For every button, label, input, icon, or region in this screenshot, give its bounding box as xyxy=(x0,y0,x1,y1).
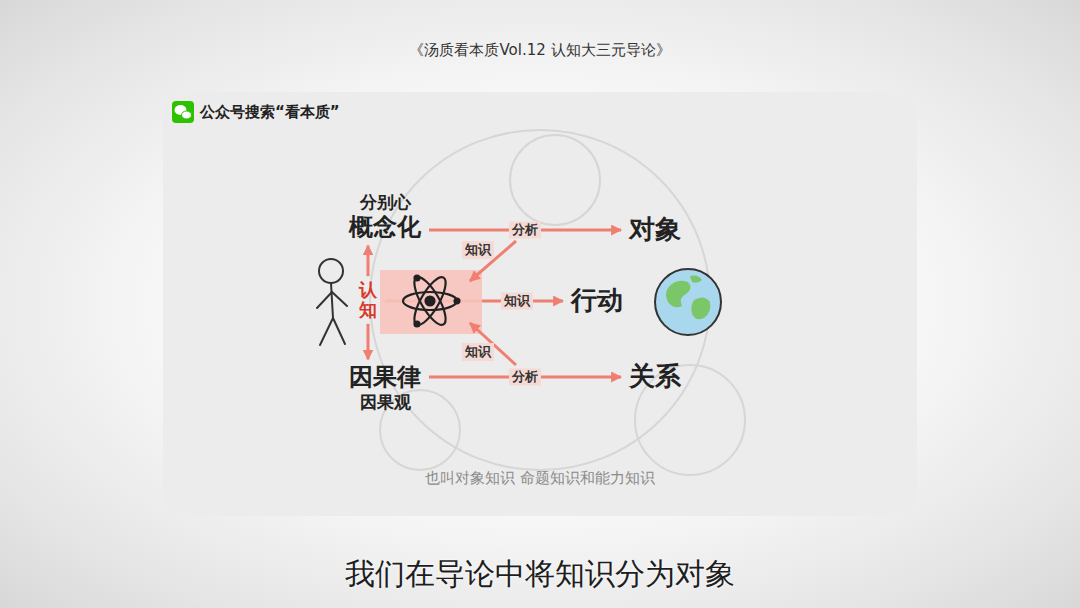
video-panel xyxy=(163,92,917,516)
figure-body xyxy=(331,283,333,318)
figure-leg xyxy=(320,318,333,345)
object-node: 对象 xyxy=(623,212,687,247)
wechat-bubble xyxy=(182,111,192,119)
arrow-connector xyxy=(367,324,370,360)
edge-label: 分析 xyxy=(509,222,541,239)
edge-label: 分析 xyxy=(509,369,541,386)
figure-leg xyxy=(333,318,345,344)
globe-land xyxy=(666,281,691,307)
atom-symbol xyxy=(403,273,460,329)
figure-arm xyxy=(317,292,332,308)
node-text: 因果观 xyxy=(349,392,421,412)
node-text: 分别心 xyxy=(349,192,421,212)
atom-nucleus xyxy=(426,297,435,306)
atom-electron xyxy=(415,276,420,281)
wechat-icon xyxy=(172,101,194,123)
node-text: 认知 xyxy=(359,280,377,320)
node-text: 行动 xyxy=(571,285,623,316)
knowledge-label: 知识 xyxy=(462,241,494,259)
globe-ocean xyxy=(655,269,721,335)
subtitle-caption: 我们在导论中将知识分为对象 xyxy=(345,554,735,595)
globe xyxy=(655,269,721,335)
video-title: 《汤质看本质Vol.12 认知大三元导论》 xyxy=(409,41,670,60)
globe-land xyxy=(691,297,710,319)
node-text: 对象 xyxy=(629,214,681,245)
globe-land xyxy=(690,276,702,283)
cognition-node: 认知 xyxy=(353,278,383,322)
figure-arm xyxy=(332,292,347,306)
doodle-circle xyxy=(510,135,600,225)
account-label: 公众号搜索“看本质” xyxy=(200,103,340,122)
atom-electron xyxy=(455,299,460,304)
wechat-square xyxy=(172,101,194,123)
causality-node: 因果律因果观 xyxy=(343,361,427,414)
panel-subtitle: 也叫对象知识 命题知识和能力知识 xyxy=(425,469,655,488)
figure-head xyxy=(319,259,343,283)
atom-orbit xyxy=(409,273,452,329)
node-text: 概念化 xyxy=(349,213,421,242)
atom-electron xyxy=(415,322,420,327)
atom-orbit xyxy=(403,292,457,310)
atom-orbit xyxy=(409,273,452,329)
concept-node: 分别心概念化 xyxy=(343,190,427,243)
faint-doodles xyxy=(370,130,745,475)
node-text: 因果律 xyxy=(349,363,421,392)
relation-node: 关系 xyxy=(623,359,687,394)
action-node: 行动 xyxy=(565,283,629,318)
model-patch xyxy=(380,270,482,334)
knowledge-label: 知识 xyxy=(462,343,494,361)
edge-label: 知识 xyxy=(501,293,533,310)
node-text: 关系 xyxy=(629,361,681,392)
arrow-connector xyxy=(367,246,370,277)
stick-figure xyxy=(317,259,347,345)
